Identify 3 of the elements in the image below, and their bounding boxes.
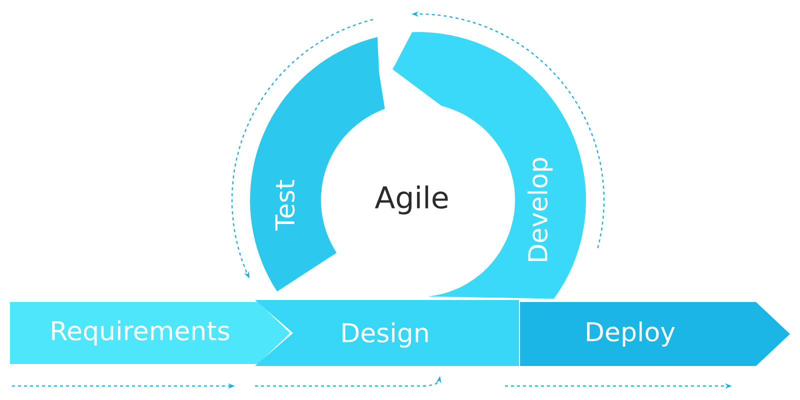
stage-band: Deploy — [520, 302, 790, 366]
stage-band: Requirements — [10, 302, 290, 364]
stage-band: Design — [255, 300, 519, 366]
